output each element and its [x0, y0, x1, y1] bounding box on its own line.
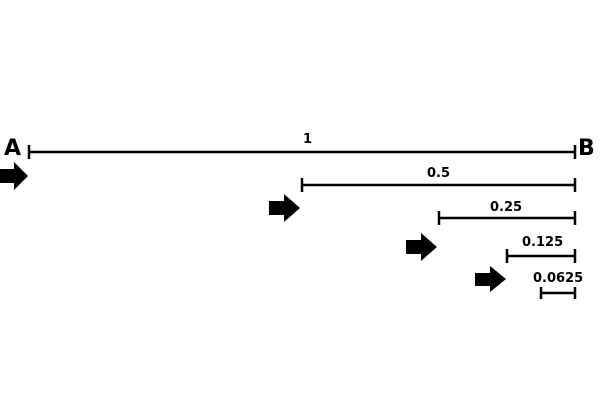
segment-1: 1: [27, 132, 577, 159]
right-arrow-icon: [406, 233, 437, 261]
segment-3: 0.25: [437, 200, 577, 225]
right-arrow-icon: [269, 194, 300, 222]
segment-5-label: 0.0625: [533, 271, 583, 286]
point-b-label: B: [578, 136, 595, 161]
right-arrow-icon: [0, 162, 28, 190]
point-a-label: A: [4, 136, 21, 161]
segment-1-label: 1: [303, 132, 312, 147]
segment-2: 0.5: [300, 166, 577, 192]
segment-5: 0.0625: [533, 271, 583, 299]
segment-4: 0.125: [505, 235, 577, 263]
segment-4-label: 0.125: [522, 235, 563, 250]
segment-3-label: 0.25: [490, 200, 522, 215]
segment-2-label: 0.5: [427, 166, 450, 181]
right-arrow-icon: [475, 266, 506, 292]
